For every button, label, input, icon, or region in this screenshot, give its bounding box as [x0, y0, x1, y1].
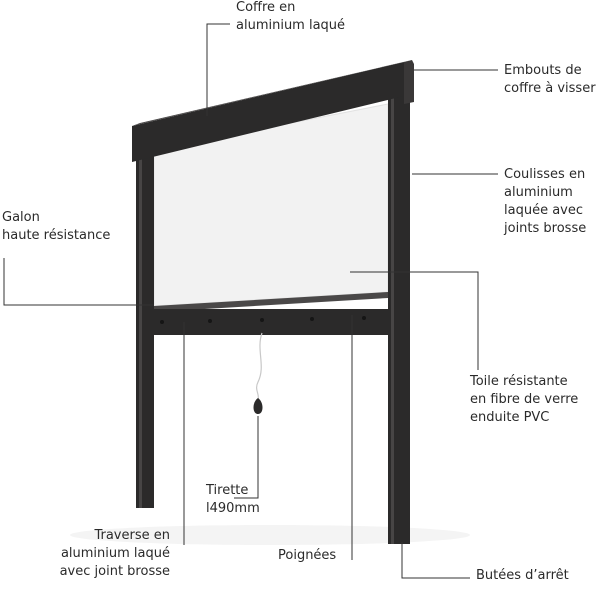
screw	[310, 317, 314, 321]
label-traverse-line-1: Traverse en	[94, 528, 170, 543]
label-toile: Toile résistante en fibre de verre endui…	[470, 373, 578, 427]
label-traverse-line-2: aluminium laqué	[60, 546, 170, 561]
label-butees-line-1: Butées d’arrêt	[476, 568, 569, 583]
pull-cord	[255, 332, 263, 401]
label-embouts-line-1: Embouts de	[504, 63, 582, 78]
leader-coffre	[206, 23, 230, 116]
screw	[160, 320, 164, 324]
label-tirette-line-2: l490mm	[206, 501, 260, 516]
label-galon-line-1: Galon	[2, 210, 40, 225]
label-toile-line-2: en fibre de verre	[470, 392, 579, 407]
label-coulisses-line-2: aluminium	[504, 185, 573, 200]
label-galon: Galon haute résistance	[2, 209, 110, 245]
floor-shadow	[70, 525, 470, 545]
label-toile-line-1: Toile résistante	[470, 374, 568, 389]
bottom-bar-top	[154, 292, 388, 312]
screw	[260, 318, 264, 322]
label-coffre-line-2: aluminium laqué	[236, 18, 346, 33]
label-coulisses-line-1: Coulisses en	[504, 167, 586, 182]
top-box-front	[132, 62, 404, 162]
left-rail-highlight	[139, 150, 142, 508]
end-cap	[404, 60, 414, 104]
leader-galon	[3, 258, 154, 306]
label-coulisses-line-3: laquée avec	[504, 203, 584, 218]
leader-toile	[350, 271, 479, 370]
label-tirette-line-1: Tirette	[206, 483, 249, 498]
leader-tirette	[234, 416, 259, 499]
top-box-top	[132, 60, 412, 126]
label-poignees: Poignées	[278, 547, 336, 565]
bottom-bar	[152, 309, 388, 335]
label-embouts: Embouts de coffre à visser	[504, 62, 596, 98]
leader-butees	[401, 542, 470, 579]
left-rail	[136, 150, 154, 508]
label-poignees-line-1: Poignées	[278, 548, 337, 563]
pull-handle	[253, 398, 263, 414]
label-butees: Butées d’arrêt	[476, 567, 569, 585]
label-traverse: Traverse en aluminium laqué avec joint b…	[38, 527, 170, 581]
label-coffre: Coffre en aluminium laqué	[236, 0, 345, 35]
label-galon-line-2: haute résistance	[2, 228, 111, 243]
label-toile-line-3: enduite PVC	[470, 410, 550, 425]
label-tirette: Tirette l490mm	[206, 482, 260, 518]
screw	[362, 316, 366, 320]
screw	[208, 319, 212, 323]
label-embouts-line-2: coffre à visser	[504, 81, 596, 96]
label-coffre-line-1: Coffre en	[236, 0, 296, 15]
label-coulisses: Coulisses en aluminium laquée avec joint…	[504, 166, 586, 238]
label-traverse-line-3: avec joint brosse	[59, 564, 170, 579]
label-coulisses-line-4: joints brosse	[504, 221, 587, 236]
right-rail-highlight	[391, 92, 394, 544]
